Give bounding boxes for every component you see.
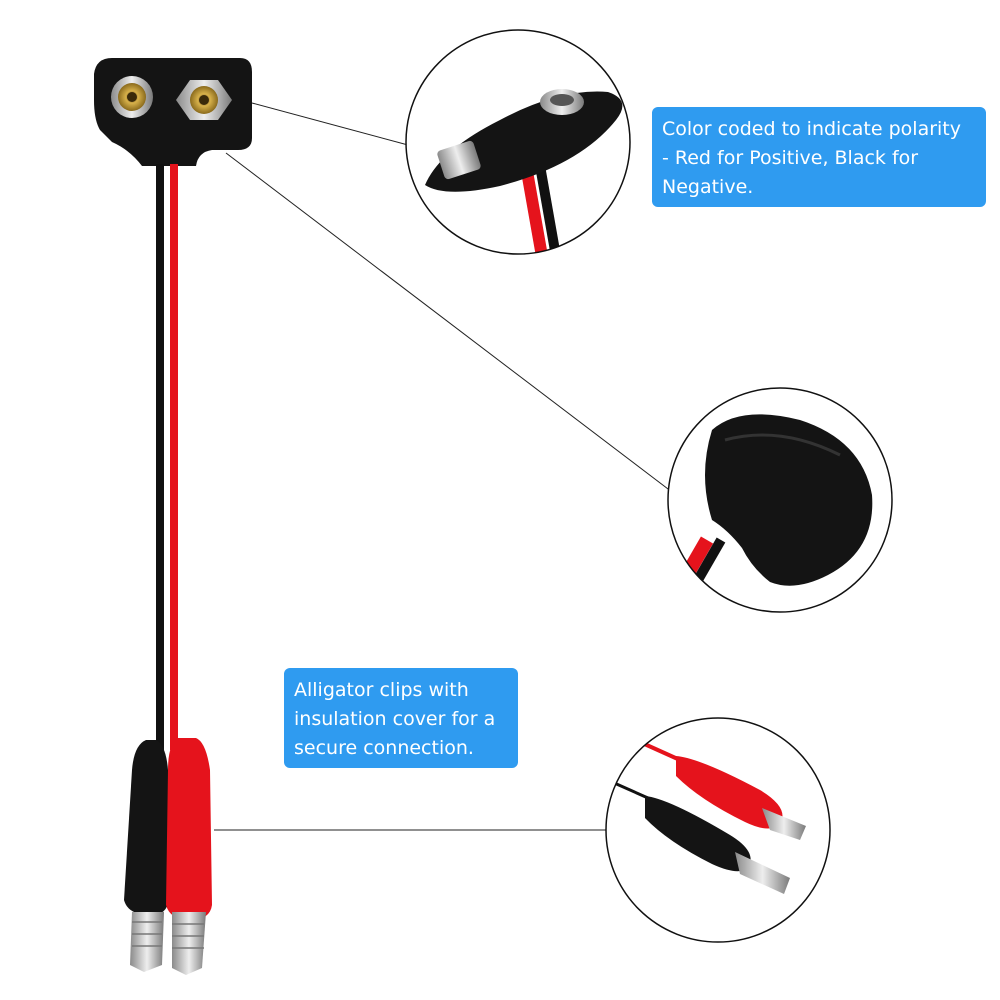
polarity-callout-line: Color coded to indicate polarity: [662, 118, 961, 140]
red-wire: [170, 164, 178, 750]
clips-callout-line: secure connection.: [294, 737, 474, 759]
wire-pair: [156, 164, 178, 750]
polarity-callout: Color coded to indicate polarity - Red f…: [652, 107, 986, 207]
clips-callout-line: insulation cover for a: [294, 708, 496, 730]
red-wire: [639, 740, 681, 762]
male-terminal-icon: [176, 80, 232, 120]
detail-circle-snap-back: [667, 387, 893, 613]
black-alligator-clip: [124, 740, 168, 972]
red-wire: [519, 158, 552, 254]
detail-circle-snap-top: [405, 29, 631, 255]
red-alligator-clip: [166, 738, 212, 975]
polarity-callout-line: - Red for Positive, Black for: [662, 147, 919, 169]
female-terminal-icon: [111, 76, 153, 118]
black-wire: [611, 780, 649, 800]
leader-line-snap-top: [251, 102, 409, 146]
detail-circle-clips: [605, 717, 831, 943]
black-wire: [156, 164, 164, 750]
clips-callout: Alligator clips with insulation cover fo…: [284, 668, 518, 768]
clips-callout-line: Alligator clips with: [294, 679, 469, 701]
leader-lines: [214, 102, 673, 831]
polarity-callout-line: Negative.: [662, 176, 754, 198]
battery-snap-connector: [94, 58, 252, 166]
leader-line-snap-back: [225, 152, 673, 493]
